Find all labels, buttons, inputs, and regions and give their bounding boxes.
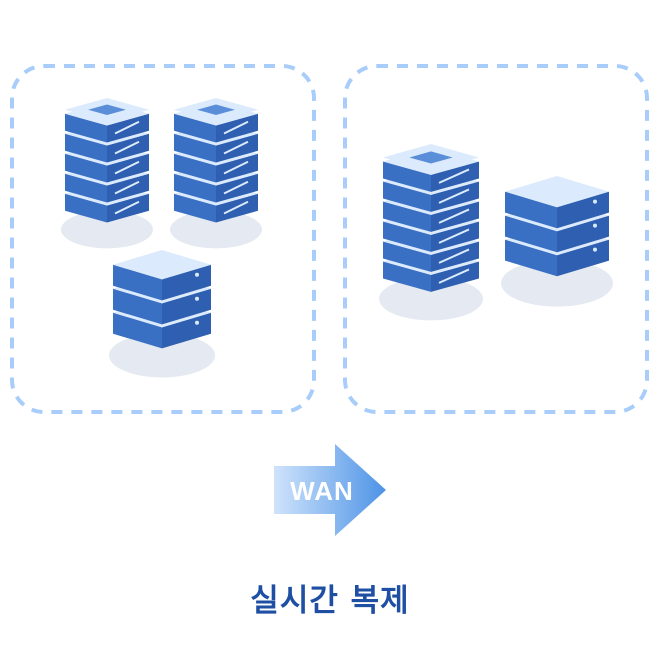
unit-top-face [505, 176, 609, 208]
unit-indicator [114, 200, 140, 215]
unit-left-face [174, 153, 216, 183]
unit-left-face [505, 239, 557, 277]
source-site-box [10, 64, 316, 414]
server-shadow [61, 210, 153, 249]
stack-chip [409, 151, 453, 164]
server-shadow [109, 333, 215, 378]
unit-left-face [65, 153, 107, 183]
unit-left-face [65, 113, 107, 143]
target-site-box [343, 64, 649, 414]
unit-left-face [113, 288, 162, 325]
unit-led [593, 247, 597, 252]
unit-left-face [383, 161, 431, 192]
server-rack-left-1 [61, 98, 153, 249]
unit-indicator [438, 248, 470, 264]
unit-indicator [114, 180, 140, 195]
unit-indicator [438, 228, 470, 244]
unit-left-face [383, 261, 431, 292]
wan-arrow-shape [274, 444, 386, 536]
unit-left-face [65, 173, 107, 203]
unit-left-face [65, 133, 107, 163]
unit-led [195, 272, 199, 277]
stack-chip [88, 104, 126, 116]
unit-left-face [113, 312, 162, 349]
wan-label: WAN [290, 476, 354, 506]
unit-left-face [383, 181, 431, 212]
unit-led [593, 223, 597, 228]
unit-top-face [113, 250, 211, 280]
unit-indicator [438, 208, 470, 224]
server-unit [113, 250, 211, 301]
unit-indicator [438, 188, 470, 204]
server-shadow [379, 277, 483, 321]
caption-realtime-replication: 실시간 복제 [250, 583, 410, 619]
unit-indicator [438, 268, 470, 284]
wan-arrow: WAN [274, 444, 386, 536]
unit-indicator [223, 140, 249, 155]
unit-indicator [114, 160, 140, 175]
unit-indicator [223, 200, 249, 215]
unit-left-face [174, 173, 216, 203]
unit-indicator [438, 168, 470, 184]
unit-left-face [383, 241, 431, 272]
unit-indicator [223, 180, 249, 195]
unit-indicator [114, 120, 140, 135]
unit-left-face [174, 193, 216, 223]
server-unit [505, 176, 609, 229]
unit-indicator [114, 140, 140, 155]
unit-left-face [383, 221, 431, 252]
unit-indicator [223, 120, 249, 135]
unit-right-face [162, 264, 211, 301]
unit-left-face [65, 193, 107, 223]
unit-led [593, 199, 597, 204]
stack-chip [197, 104, 235, 116]
unit-right-face [162, 288, 211, 325]
unit-left-face [174, 113, 216, 143]
server-rack-right-1 [379, 144, 483, 321]
server-rack-left-2 [170, 98, 262, 249]
unit-led [195, 296, 199, 301]
server-shadow [501, 259, 613, 307]
unit-led [195, 320, 199, 325]
unit-left-face [174, 133, 216, 163]
unit-left-face [383, 201, 431, 232]
unit-left-face [505, 215, 557, 253]
unit-left-face [113, 264, 162, 301]
server-box-left-3 [109, 250, 215, 378]
unit-indicator [223, 160, 249, 175]
server-shadow [170, 210, 262, 249]
unit-right-face [162, 312, 211, 349]
unit-left-face [505, 191, 557, 229]
server-box-right-2 [501, 176, 613, 307]
